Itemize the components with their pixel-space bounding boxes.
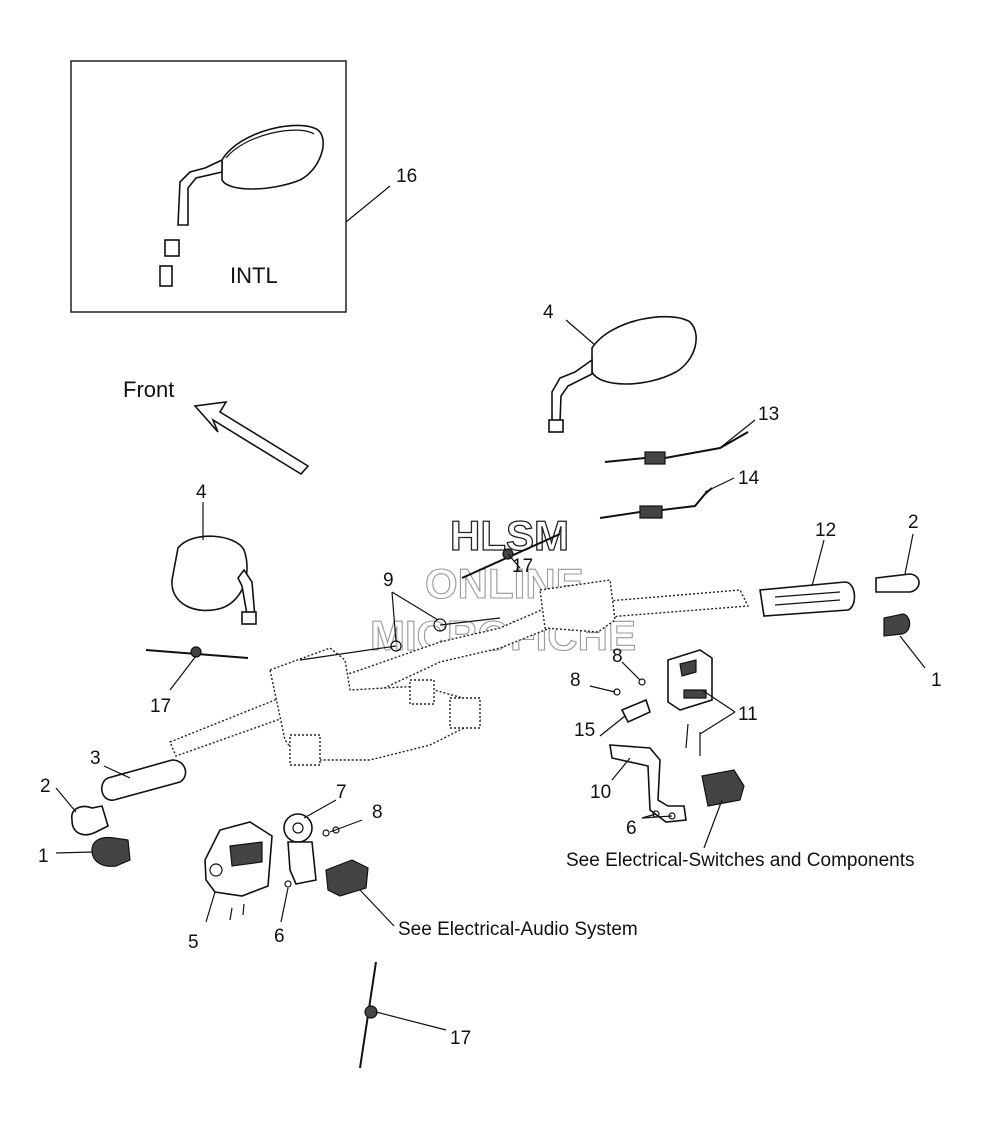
callout-15: 15 — [574, 720, 595, 741]
callout-11: 11 — [738, 704, 758, 725]
bracket-10 — [609, 744, 687, 823]
callout-8-right: 8 — [570, 670, 581, 691]
right-grip — [759, 581, 856, 617]
callout-2-right: 2 — [908, 512, 919, 533]
callout-12: 12 — [815, 520, 836, 541]
handlebar — [169, 579, 750, 766]
callout-3: 3 — [90, 748, 101, 769]
callout-6-right: 6 — [626, 818, 637, 839]
right-end-weight — [875, 573, 920, 593]
screws-left — [229, 826, 340, 921]
left-grip — [101, 759, 187, 801]
watermark: HLSM ONLINE MICROFICHE — [369, 511, 636, 659]
callout-7: 7 — [336, 782, 347, 803]
callout-17-upper: 17 — [512, 556, 533, 577]
cable-tie-17-left — [145, 646, 249, 659]
callout-16: 16 — [396, 166, 417, 187]
callout-9: 9 — [383, 570, 394, 591]
callout-8-right-top: 8 — [612, 646, 623, 667]
intl-mirror — [159, 124, 324, 287]
right-switch-housing — [667, 649, 713, 711]
front-label: Front — [123, 377, 174, 402]
front-arrow-icon — [193, 400, 310, 476]
left-end-weight — [71, 805, 109, 836]
intl-inset-box — [70, 60, 347, 313]
screws-right — [613, 678, 701, 820]
left-switch-housing — [204, 821, 273, 897]
cable-tie-17-lower — [359, 961, 378, 1069]
callout-14: 14 — [738, 468, 760, 489]
callout-1-left: 1 — [38, 846, 49, 867]
switch-component — [701, 769, 745, 807]
callout-8-left: 8 — [372, 802, 383, 823]
callout-13: 13 — [758, 404, 779, 425]
leader-lines — [55, 185, 926, 1031]
left-mirror — [171, 535, 257, 625]
callout-4-left: 4 — [196, 482, 207, 503]
left-end-cap — [91, 836, 131, 867]
part-9 — [299, 617, 501, 661]
callout-4-right: 4 — [543, 302, 554, 323]
cable-13 — [604, 431, 749, 465]
callout-5: 5 — [188, 932, 199, 953]
callout-6-left: 6 — [274, 926, 285, 947]
inset-label: INTL — [230, 263, 278, 288]
right-end-cap — [883, 613, 911, 637]
part-15 — [620, 698, 651, 724]
note-switches: See Electrical-Switches and Components — [566, 850, 915, 871]
audio-switch — [325, 859, 369, 897]
callout-1-right: 1 — [931, 670, 942, 691]
callout-17-lower: 17 — [450, 1028, 471, 1049]
callout-2-left: 2 — [40, 776, 51, 797]
right-mirror — [548, 315, 697, 433]
left-bracket — [283, 813, 317, 885]
callout-17-left: 17 — [150, 696, 171, 717]
callout-10: 10 — [590, 782, 611, 803]
note-audio: See Electrical-Audio System — [398, 919, 638, 940]
cable-14 — [599, 487, 713, 519]
